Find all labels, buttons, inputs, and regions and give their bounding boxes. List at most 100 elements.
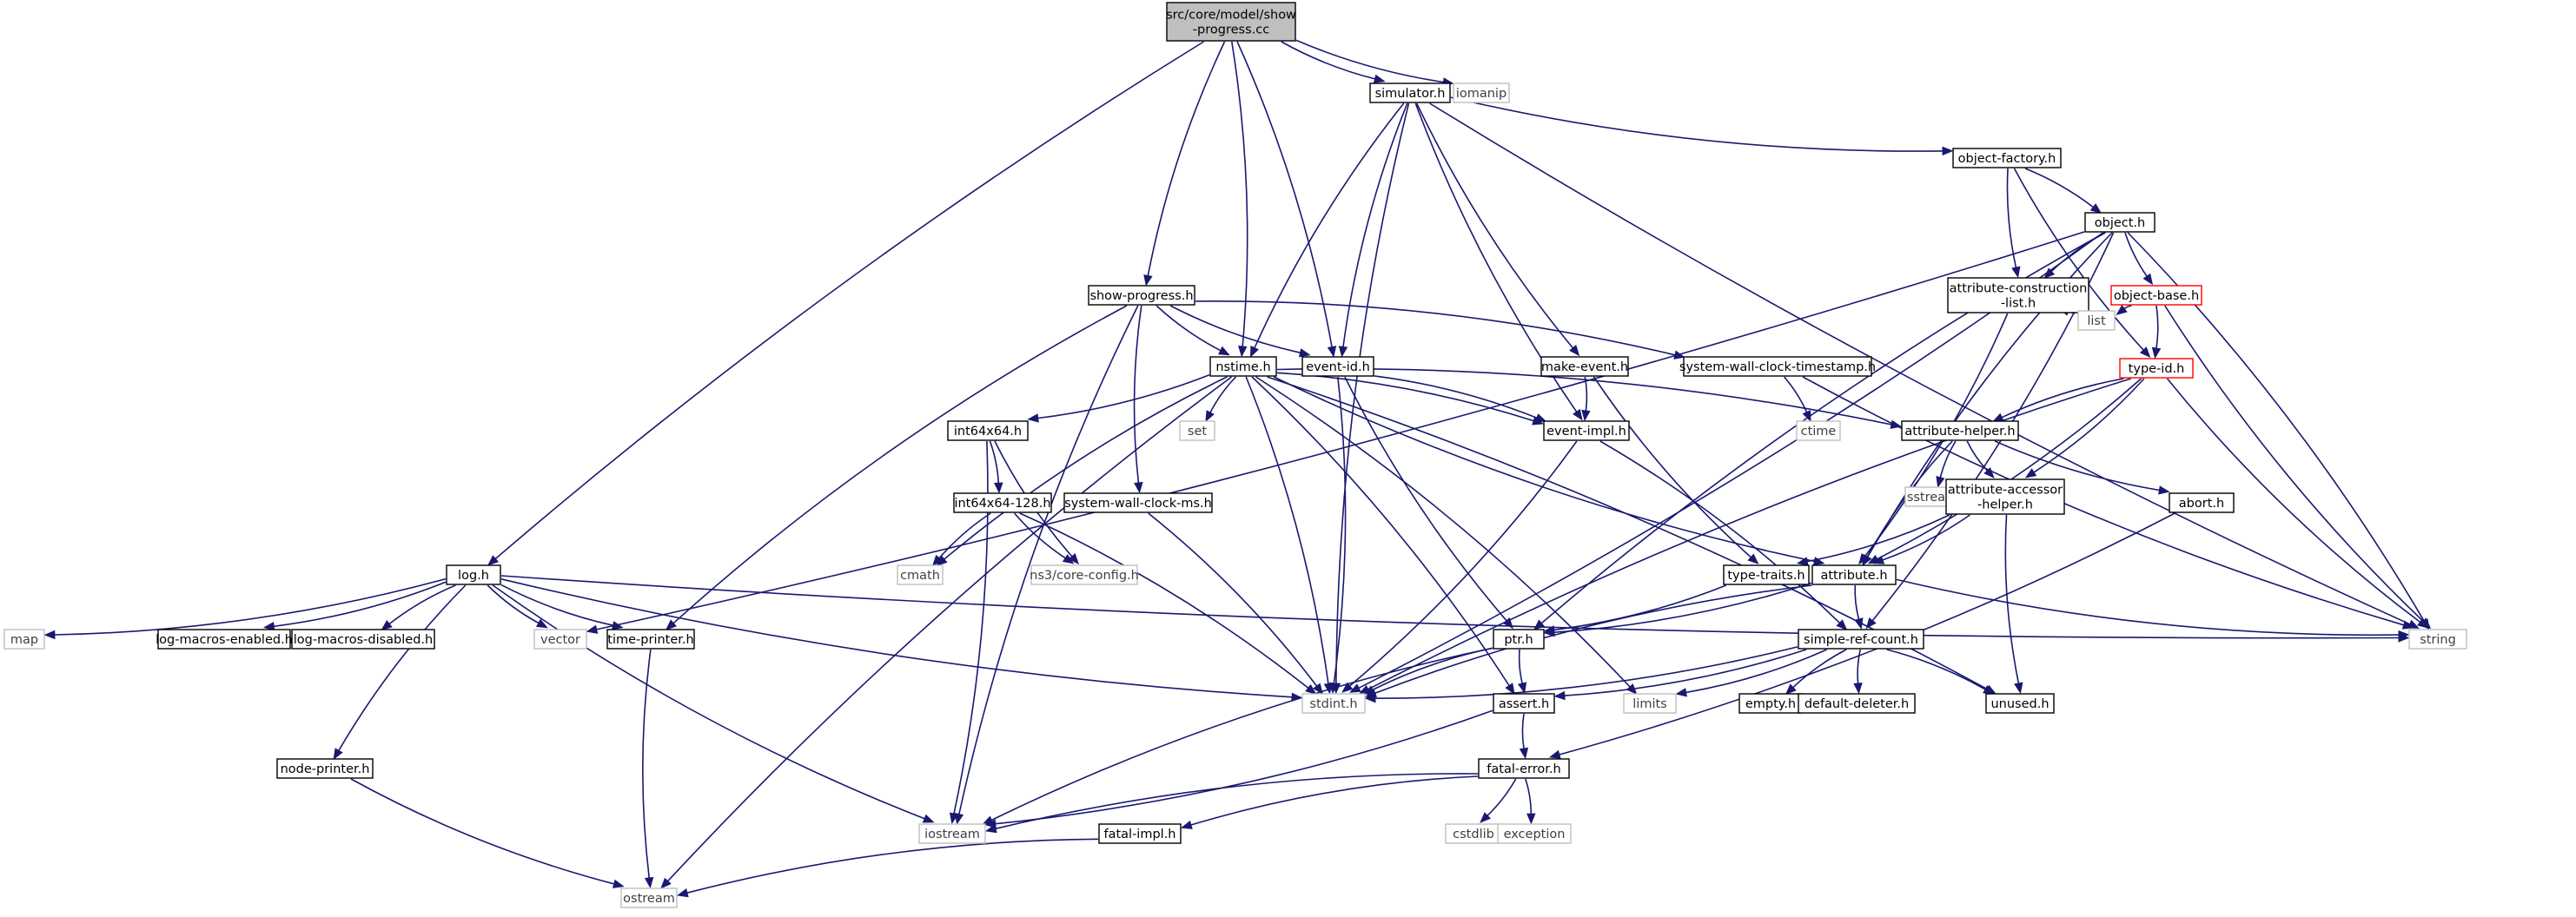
node-box — [1088, 285, 1195, 306]
node-type-traits[interactable]: type-traits.h — [1723, 564, 1810, 585]
node-int64x64[interactable]: int64x64.h — [947, 420, 1029, 441]
node-box — [1301, 356, 1374, 377]
node-box — [947, 420, 1029, 441]
node-label: string — [2420, 633, 2456, 647]
arrowhead-object-to-stdint — [1349, 683, 1361, 693]
edge-type_id-to-attribute_helper — [2001, 378, 2124, 419]
node-label: -list.h — [2001, 297, 2036, 311]
node-label: src/core/model/show — [1166, 9, 1296, 23]
edge-show_progress-to-time_printer — [672, 305, 1128, 624]
node-object-factory[interactable]: object-factory.h — [1952, 148, 2062, 168]
edge-nstime-to-set — [1209, 376, 1236, 413]
edge-attribute_helper-to-attr_accessor — [1966, 440, 1988, 472]
node-simple-ref[interactable]: simple-ref-count.h — [1798, 629, 1924, 650]
node-log-disabled[interactable]: log-macros-disabled.h — [291, 629, 435, 650]
arrowhead-log-to-map — [43, 630, 56, 640]
node-stdint: stdint.h — [1301, 693, 1366, 714]
arrowhead-object_factory-to-attr_construction — [2011, 266, 2021, 279]
node-simulator[interactable]: simulator.h — [1369, 82, 1451, 103]
arrowhead-ptr-to-assert — [1517, 682, 1527, 694]
arrowhead-ptr-to-stdint — [1362, 685, 1375, 695]
edge-swc_timestamp-to-string — [1802, 376, 2405, 626]
edge-ptr-to-stdint — [1372, 647, 1493, 691]
node-box — [953, 492, 1052, 513]
edge-fatal_impl-to-ostream — [686, 838, 1099, 894]
node-box — [1623, 693, 1677, 714]
node-label: cstdlib — [1453, 828, 1494, 841]
node-label: fatal-error.h — [1487, 762, 1560, 776]
node-label: attribute.h — [1820, 569, 1887, 583]
arrowhead-object-to-vector — [586, 624, 599, 634]
node-fatal-error[interactable]: fatal-error.h — [1478, 758, 1570, 779]
node-time-printer[interactable]: time-printer.h — [606, 629, 695, 650]
node-box — [1478, 758, 1570, 779]
node-node-printer[interactable]: node-printer.h — [276, 758, 374, 779]
node-fatal-impl[interactable]: fatal-impl.h — [1098, 823, 1182, 844]
edge-log-to-stdint — [500, 578, 1293, 698]
node-ctime: ctime — [1796, 420, 1841, 441]
node-object[interactable]: object.h — [2084, 212, 2155, 233]
node-assert[interactable]: assert.h — [1493, 693, 1555, 714]
arrowhead-swc_timestamp-to-string — [2401, 620, 2414, 630]
arrowhead-root-to-event_id — [1327, 346, 1337, 358]
edge-root-to-simulator — [1281, 41, 1375, 80]
arrowhead-simple_ref-to-default_deleter — [1853, 683, 1863, 695]
node-label: system-wall-clock-ms.h — [1064, 497, 1212, 511]
node-abort[interactable]: abort.h — [2169, 492, 2235, 513]
edge-make_event-to-event_impl — [1584, 376, 1588, 412]
node-make-event[interactable]: make-event.h — [1540, 356, 1629, 377]
node-int64x64-128[interactable]: int64x64-128.h — [953, 492, 1052, 513]
node-event-impl[interactable]: event-impl.h — [1543, 420, 1630, 441]
arrowhead-make_event-to-type_traits — [1747, 553, 1759, 564]
edge-event_impl-to-simple_ref — [1599, 440, 1840, 623]
node-label: int64x64-128.h — [954, 497, 1050, 511]
node-event-id[interactable]: event-id.h — [1301, 356, 1374, 377]
edge-attribute-to-simple_ref — [1854, 584, 1860, 620]
edge-int64x64-to-iostream — [953, 440, 989, 815]
arrowhead-simple_ref-to-limits — [1675, 688, 1687, 697]
node-nstime[interactable]: nstime.h — [1209, 356, 1277, 377]
arrowhead-fatal_error-to-iostream — [984, 824, 997, 834]
node-label: type-traits.h — [1727, 569, 1805, 583]
arrowhead-simulator-to-object_factory — [1942, 146, 1954, 156]
node-show-progress[interactable]: show-progress.h — [1088, 285, 1195, 306]
node-root[interactable]: src/core/model/show-progress.cc — [1166, 2, 1296, 42]
edge-attribute-to-stdint — [1374, 584, 1812, 694]
arrowhead-root-to-nstime — [1238, 346, 1248, 358]
node-type-id[interactable]: type-id.h — [2119, 358, 2194, 379]
node-attr-construction[interactable]: attribute-construction-list.h — [1947, 277, 2089, 313]
node-box — [1683, 356, 1872, 377]
node-label: event-id.h — [1306, 360, 1370, 374]
node-unused[interactable]: unused.h — [1985, 693, 2055, 714]
arrowhead-fatal_impl-to-ostream — [677, 888, 689, 898]
node-object-base[interactable]: object-base.h — [2110, 285, 2202, 306]
node-log[interactable]: log.h — [446, 564, 501, 585]
node-map: map — [3, 629, 45, 650]
node-label: nstime.h — [1215, 360, 1270, 374]
node-attr-accessor[interactable]: attribute-accessor-helper.h — [1945, 478, 2065, 515]
edge-root-to-iomanip — [1295, 39, 1444, 83]
edge-log-to-map — [54, 577, 447, 636]
edge-log-to-log_disabled — [388, 584, 456, 625]
edge-ptr-to-assert — [1518, 649, 1523, 684]
edge-simple_ref-to-stdint — [1374, 646, 1798, 700]
edge-layer — [43, 39, 2432, 898]
edge-simple_ref-to-unused — [1886, 649, 1986, 690]
arrowhead-time_printer-to-ostream — [644, 876, 654, 889]
node-box — [1301, 693, 1366, 714]
node-label: attribute-accessor — [1948, 484, 2063, 498]
node-swc-timestamp[interactable]: system-wall-clock-timestamp.h — [1679, 356, 1876, 377]
node-label: assert.h — [1499, 697, 1549, 711]
edge-show_progress-to-iostream — [958, 305, 1139, 815]
node-swc-ms[interactable]: system-wall-clock-ms.h — [1063, 492, 1213, 513]
node-empty[interactable]: empty.h — [1738, 693, 1803, 714]
node-label: iostream — [924, 828, 980, 841]
node-attribute-helper[interactable]: attribute-helper.h — [1901, 420, 2019, 441]
edge-attribute_helper-to-abort — [1994, 440, 2160, 491]
arrowhead-swc_ms-to-stdint — [1313, 683, 1324, 695]
edge-type_id-to-attribute — [1877, 378, 2142, 560]
node-attribute[interactable]: attribute.h — [1811, 564, 1897, 585]
node-default-deleter[interactable]: default-deleter.h — [1798, 693, 1916, 714]
node-log-enabled[interactable]: log-macros-enabled.h — [156, 629, 293, 650]
node-ptr[interactable]: ptr.h — [1493, 629, 1545, 650]
